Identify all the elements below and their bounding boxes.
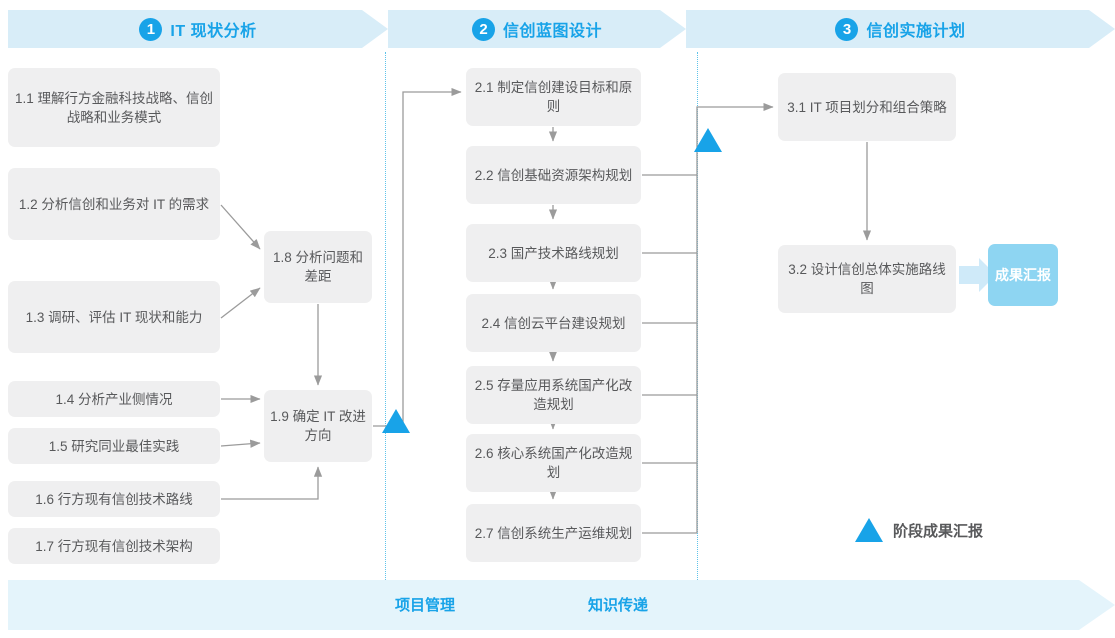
node-1-7[interactable]: 1.7 行方现有信创技术架构 — [8, 528, 220, 564]
phase-number-1: 1 — [139, 18, 162, 41]
node-1-6[interactable]: 1.6 行方现有信创技术路线 — [8, 481, 220, 517]
phase-label-2: 信创蓝图设计 — [502, 23, 602, 40]
node-1-4[interactable]: 1.4 分析产业侧情况 — [8, 381, 220, 417]
phase-number-2: 2 — [472, 18, 495, 41]
node-2-2[interactable]: 2.2 信创基础资源架构规划 — [466, 146, 641, 204]
phase-band-3[interactable]: 3 信创实施计划 — [686, 10, 1115, 48]
node-2-3[interactable]: 2.3 国产技术路线规划 — [466, 224, 641, 282]
phase-band-1[interactable]: 1 IT 现状分析 — [8, 10, 388, 48]
node-2-4[interactable]: 2.4 信创云平台建设规划 — [466, 294, 641, 352]
phase-number-3: 3 — [835, 18, 858, 41]
node-1-2[interactable]: 1.2 分析信创和业务对 IT 的需求 — [8, 168, 220, 240]
node-1-5[interactable]: 1.5 研究同业最佳实践 — [8, 428, 220, 464]
node-result-report[interactable]: 成果汇报 — [988, 244, 1058, 306]
node-1-9[interactable]: 1.9 确定 IT 改进方向 — [264, 390, 372, 462]
node-3-1[interactable]: 3.1 IT 项目划分和组合策略 — [778, 73, 956, 141]
phase-label-3: 信创实施计划 — [866, 23, 966, 40]
node-1-3[interactable]: 1.3 调研、评估 IT 现状和能力 — [8, 281, 220, 353]
node-1-1[interactable]: 1.1 理解行方金融科技战略、信创战略和业务模式 — [8, 68, 220, 147]
bottom-band — [8, 580, 1115, 630]
bottom-band-shape — [8, 580, 1115, 630]
bottom-label-project-management[interactable]: 项目管理 — [395, 597, 456, 614]
milestone-phase1-icon — [382, 409, 410, 433]
phase-band-2[interactable]: 2 信创蓝图设计 — [388, 10, 686, 48]
legend-label: 阶段成果汇报 — [893, 522, 984, 540]
node-2-6[interactable]: 2.6 核心系统国产化改造规划 — [466, 434, 641, 492]
node-2-7[interactable]: 2.7 信创系统生产运维规划 — [466, 504, 641, 562]
node-1-8[interactable]: 1.8 分析问题和差距 — [264, 231, 372, 303]
milestone-triangle-icon — [855, 518, 883, 542]
milestone-phase2-icon — [694, 128, 722, 152]
node-2-1[interactable]: 2.1 制定信创建设目标和原则 — [466, 68, 641, 126]
phase-label-1: IT 现状分析 — [170, 23, 257, 40]
node-2-5[interactable]: 2.5 存量应用系统国产化改造规划 — [466, 366, 641, 424]
legend: 阶段成果汇报 — [855, 518, 983, 542]
bottom-label-knowledge-transfer[interactable]: 知识传递 — [588, 597, 649, 614]
node-3-2[interactable]: 3.2 设计信创总体实施路线图 — [778, 245, 956, 313]
lane-separator-1 — [385, 52, 386, 580]
